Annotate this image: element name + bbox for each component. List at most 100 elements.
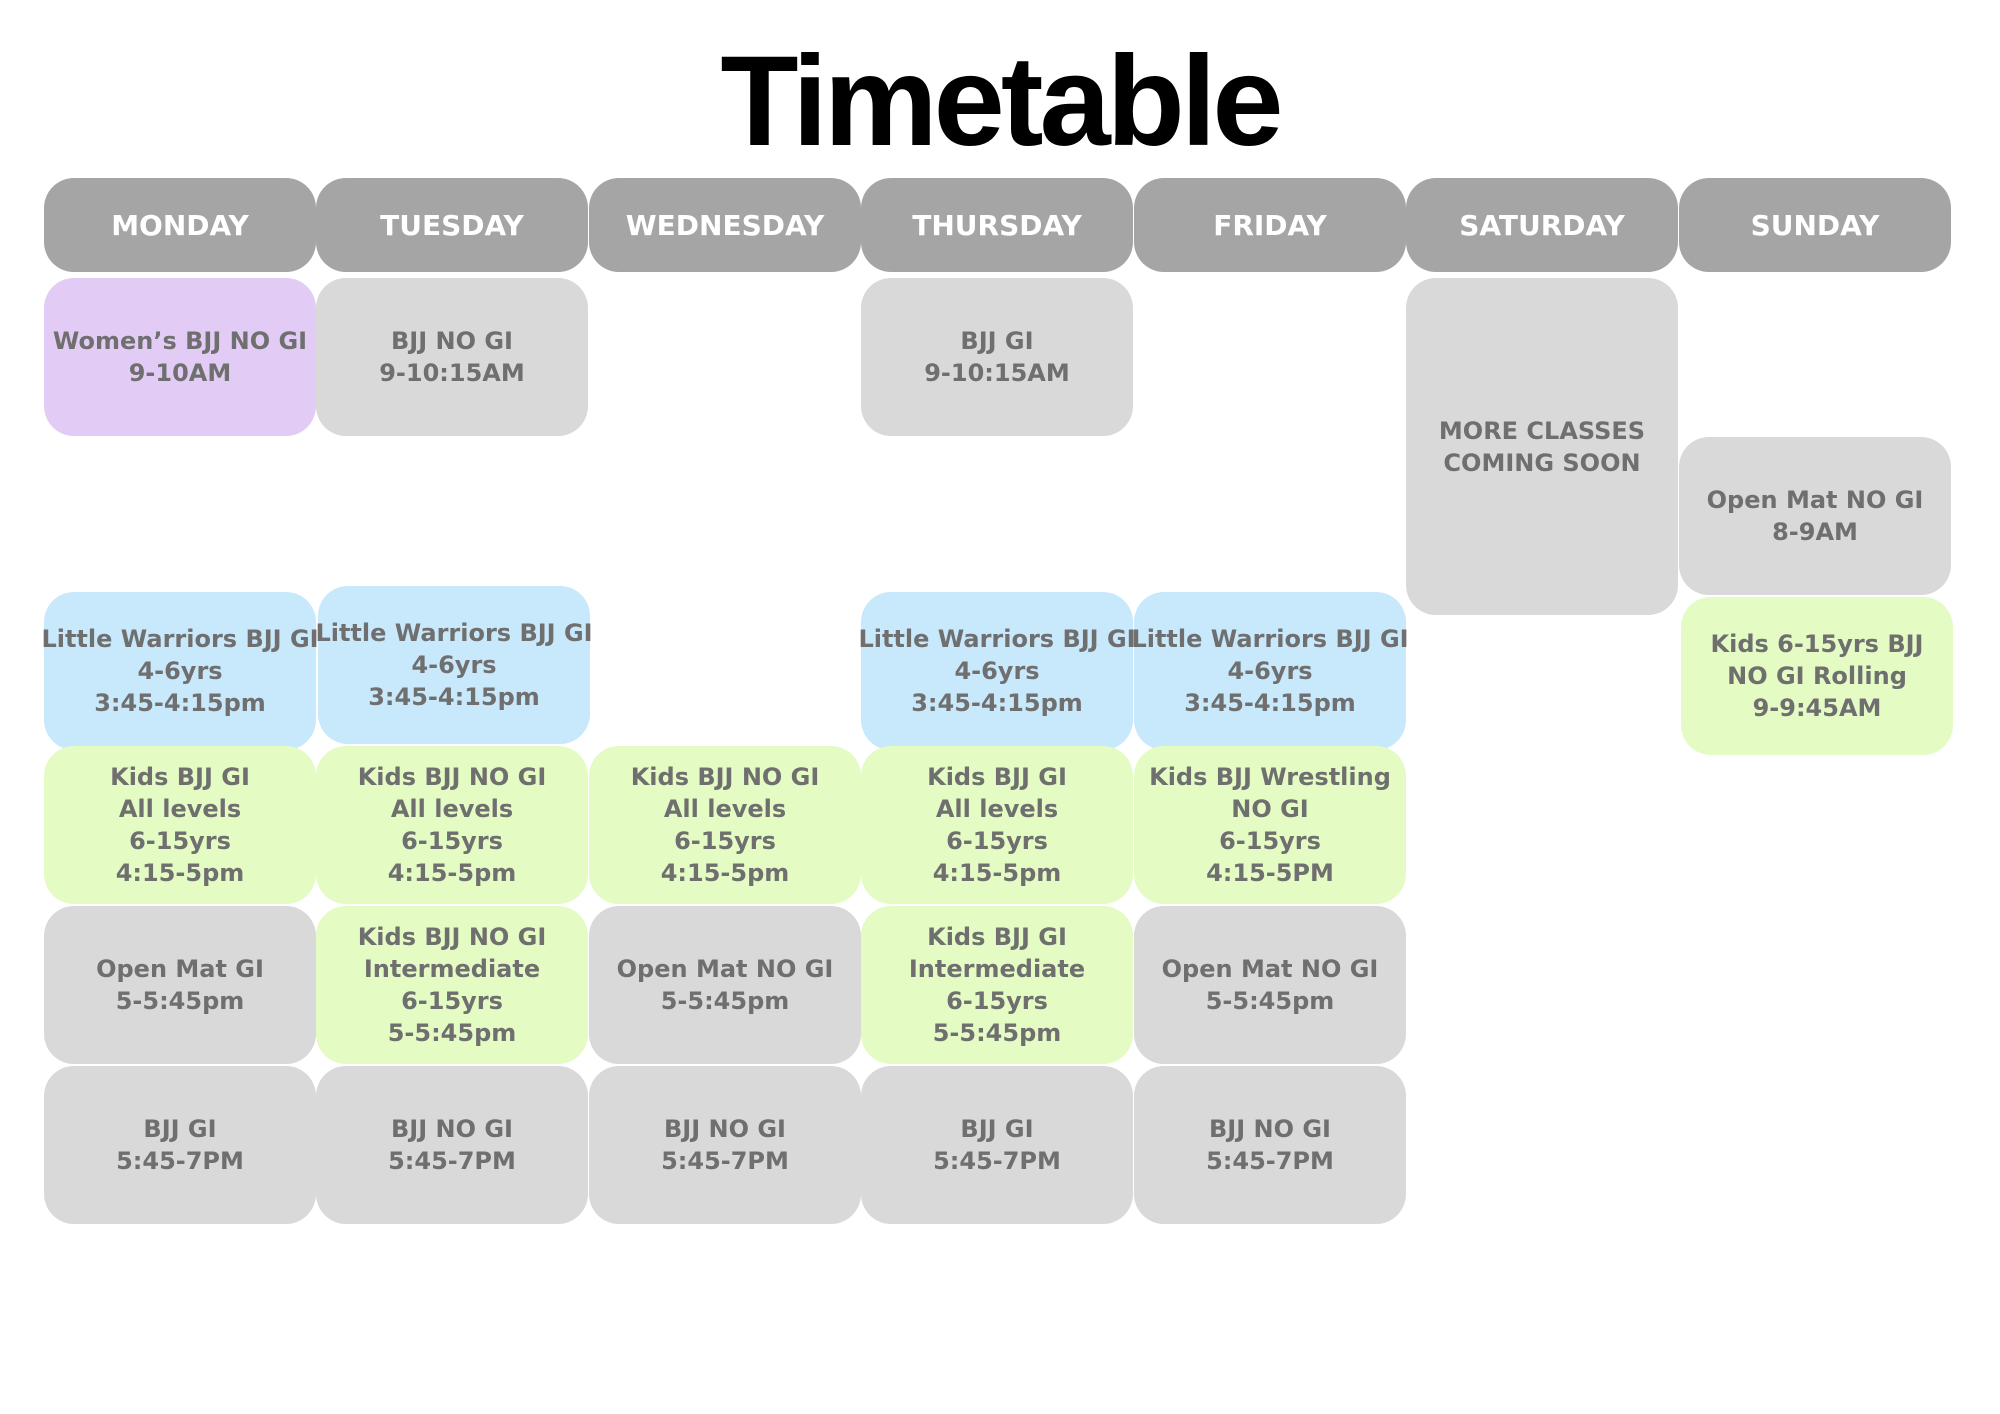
class-card-line: All levels — [663, 795, 787, 823]
class-card-line: Kids BJJ Wrestling — [1149, 763, 1391, 791]
class-card-line: Kids 6-15yrs BJJ — [1710, 630, 1924, 658]
class-card-saturday-coming-soon: MORE CLASSES COMING SOON — [1406, 278, 1678, 615]
day-header-tuesday: TUESDAY — [316, 178, 588, 272]
class-card-monday-bjj-gi-evening: BJJ GI 5:45-7PM — [44, 1066, 316, 1224]
class-card-wednesday-open-mat-no-gi: Open Mat NO GI 5-5:45pm — [589, 906, 861, 1064]
class-card-line: 6-15yrs — [946, 987, 1048, 1015]
class-card-line: NO GI Rolling — [1727, 662, 1907, 690]
class-card-line: 4:15-5pm — [932, 859, 1062, 887]
class-card-line: 9-10:15AM — [379, 359, 525, 387]
class-card-line: COMING SOON — [1443, 448, 1641, 477]
class-card-line: 4:15-5pm — [115, 859, 245, 887]
class-card-line: 5-5:45pm — [1205, 987, 1335, 1015]
class-card-line: Kids BJJ NO GI — [357, 763, 547, 791]
class-card-line: Kids BJJ GI — [927, 923, 1067, 951]
class-card-line: 3:45-4:15pm — [368, 683, 540, 711]
class-card-friday-kids-wrestling: Kids BJJ Wrestling NO GI 6-15yrs 4:15-5PM — [1134, 746, 1406, 904]
class-card-line: Intermediate — [908, 955, 1086, 983]
class-card-line: BJJ NO GI — [391, 327, 513, 355]
class-card-line: NO GI — [1231, 795, 1309, 823]
class-card-friday-open-mat-no-gi: Open Mat NO GI 5-5:45pm — [1134, 906, 1406, 1064]
class-card-line: BJJ GI — [960, 1115, 1034, 1143]
class-card-line: Kids BJJ GI — [927, 763, 1067, 791]
class-card-line: 5:45-7PM — [661, 1147, 789, 1175]
class-card-line: 4:15-5pm — [387, 859, 517, 887]
class-card-line: Open Mat NO GI — [1706, 486, 1924, 514]
class-card-line: Open Mat NO GI — [616, 955, 834, 983]
day-header-friday: FRIDAY — [1134, 178, 1406, 272]
class-card-tuesday-kids-bjj-no-gi: Kids BJJ NO GI All levels 6-15yrs 4:15-5pm — [316, 746, 588, 904]
class-card-line: Women’s BJJ NO GI — [52, 327, 308, 355]
class-card-line: 4-6yrs — [954, 657, 1040, 685]
class-card-line: 5-5:45pm — [115, 987, 245, 1015]
class-card-line: BJJ NO GI — [664, 1115, 786, 1143]
class-card-line: 6-15yrs — [129, 827, 231, 855]
class-card-monday-kids-bjj-gi: Kids BJJ GI All levels 6-15yrs 4:15-5pm — [44, 746, 316, 904]
class-card-line: All levels — [935, 795, 1059, 823]
class-card-line: Little Warriors BJJ GI — [1131, 625, 1409, 653]
day-header-thursday: THURSDAY — [861, 178, 1133, 272]
class-card-line: MORE CLASSES — [1438, 416, 1646, 445]
class-card-line: 6-15yrs — [674, 827, 776, 855]
class-card-line: 9-10:15AM — [924, 359, 1070, 387]
class-card-line: 6-15yrs — [946, 827, 1048, 855]
class-card-line: Open Mat GI — [96, 955, 264, 983]
class-card-monday-open-mat-gi: Open Mat GI 5-5:45pm — [44, 906, 316, 1064]
day-header-saturday: SATURDAY — [1406, 178, 1678, 272]
class-card-line: 6-15yrs — [401, 827, 503, 855]
class-card-line: Little Warriors BJJ GI — [41, 625, 319, 653]
page-title: Timetable — [720, 30, 1283, 173]
class-card-line: All levels — [118, 795, 242, 823]
class-card-line: Intermediate — [363, 955, 541, 983]
class-card-line: 3:45-4:15pm — [94, 689, 266, 717]
class-card-line: 4-6yrs — [1227, 657, 1313, 685]
class-card-line: 4-6yrs — [411, 651, 497, 679]
class-card-line: Open Mat NO GI — [1161, 955, 1379, 983]
day-header-wednesday: WEDNESDAY — [589, 178, 861, 272]
class-card-thursday-kids-bjj-gi: Kids BJJ GI All levels 6-15yrs 4:15-5pm — [861, 746, 1133, 904]
class-card-line: 3:45-4:15pm — [1184, 689, 1356, 717]
class-card-line: BJJ NO GI — [391, 1115, 513, 1143]
class-card-line: Kids BJJ NO GI — [357, 923, 547, 951]
class-card-line: 8-9AM — [1772, 518, 1858, 546]
class-card-line: All levels — [390, 795, 514, 823]
class-card-line: Little Warriors BJJ GI — [315, 619, 593, 647]
class-card-tuesday-kids-intermediate: Kids BJJ NO GI Intermediate 6-15yrs 5-5:45p… — [316, 906, 588, 1064]
class-card-thursday-bjj-gi-evening: BJJ GI 5:45-7PM — [861, 1066, 1133, 1224]
class-card-line: 6-15yrs — [401, 987, 503, 1015]
class-card-line: 5:45-7PM — [933, 1147, 1061, 1175]
class-card-wednesday-bjj-no-gi-evening: BJJ NO GI 5:45-7PM — [589, 1066, 861, 1224]
class-card-line: 5-5:45pm — [660, 987, 790, 1015]
class-card-line: Kids BJJ GI — [110, 763, 250, 791]
class-card-friday-little-warriors: Little Warriors BJJ GI 4-6yrs 3:45-4:15pm — [1131, 592, 1409, 750]
class-card-monday-little-warriors: Little Warriors BJJ GI 4-6yrs 3:45-4:15pm — [41, 592, 319, 750]
class-card-tuesday-little-warriors: Little Warriors BJJ GI 4-6yrs 3:45-4:15pm — [315, 586, 593, 744]
class-card-line: 5-5:45pm — [932, 1019, 1062, 1047]
class-card-line: 5:45-7PM — [116, 1147, 244, 1175]
class-card-line: BJJ GI — [960, 327, 1034, 355]
class-card-line: BJJ GI — [143, 1115, 217, 1143]
class-card-line: 4-6yrs — [137, 657, 223, 685]
class-card-line: 4:15-5pm — [660, 859, 790, 887]
class-card-friday-bjj-no-gi-evening: BJJ NO GI 5:45-7PM — [1134, 1066, 1406, 1224]
class-card-line: BJJ NO GI — [1209, 1115, 1331, 1143]
class-card-line: 5:45-7PM — [1206, 1147, 1334, 1175]
class-card-line: 6-15yrs — [1219, 827, 1321, 855]
class-card-sunday-kids-no-gi-rolling: Kids 6-15yrs BJJ NO GI Rolling 9-9:45AM — [1681, 597, 1953, 755]
class-card-thursday-bjj-gi-morning: BJJ GI 9-10:15AM — [861, 278, 1133, 436]
class-card-line: 3:45-4:15pm — [911, 689, 1083, 717]
class-card-monday-womens-bjj-no-gi: Women’s BJJ NO GI 9-10AM — [44, 278, 316, 436]
class-card-sunday-open-mat-no-gi: Open Mat NO GI 8-9AM — [1679, 437, 1951, 595]
class-card-line: Little Warriors BJJ GI — [858, 625, 1136, 653]
class-card-line: 5-5:45pm — [387, 1019, 517, 1047]
class-card-tuesday-bjj-no-gi-morning: BJJ NO GI 9-10:15AM — [316, 278, 588, 436]
class-card-line: 9-9:45AM — [1752, 694, 1882, 722]
class-card-line: 9-10AM — [128, 359, 232, 387]
class-card-thursday-kids-intermediate: Kids BJJ GI Intermediate 6-15yrs 5-5:45pm — [861, 906, 1133, 1064]
day-header-sunday: SUNDAY — [1679, 178, 1951, 272]
class-card-line: 4:15-5PM — [1206, 859, 1334, 887]
day-header-monday: MONDAY — [44, 178, 316, 272]
class-card-thursday-little-warriors: Little Warriors BJJ GI 4-6yrs 3:45-4:15pm — [858, 592, 1136, 750]
